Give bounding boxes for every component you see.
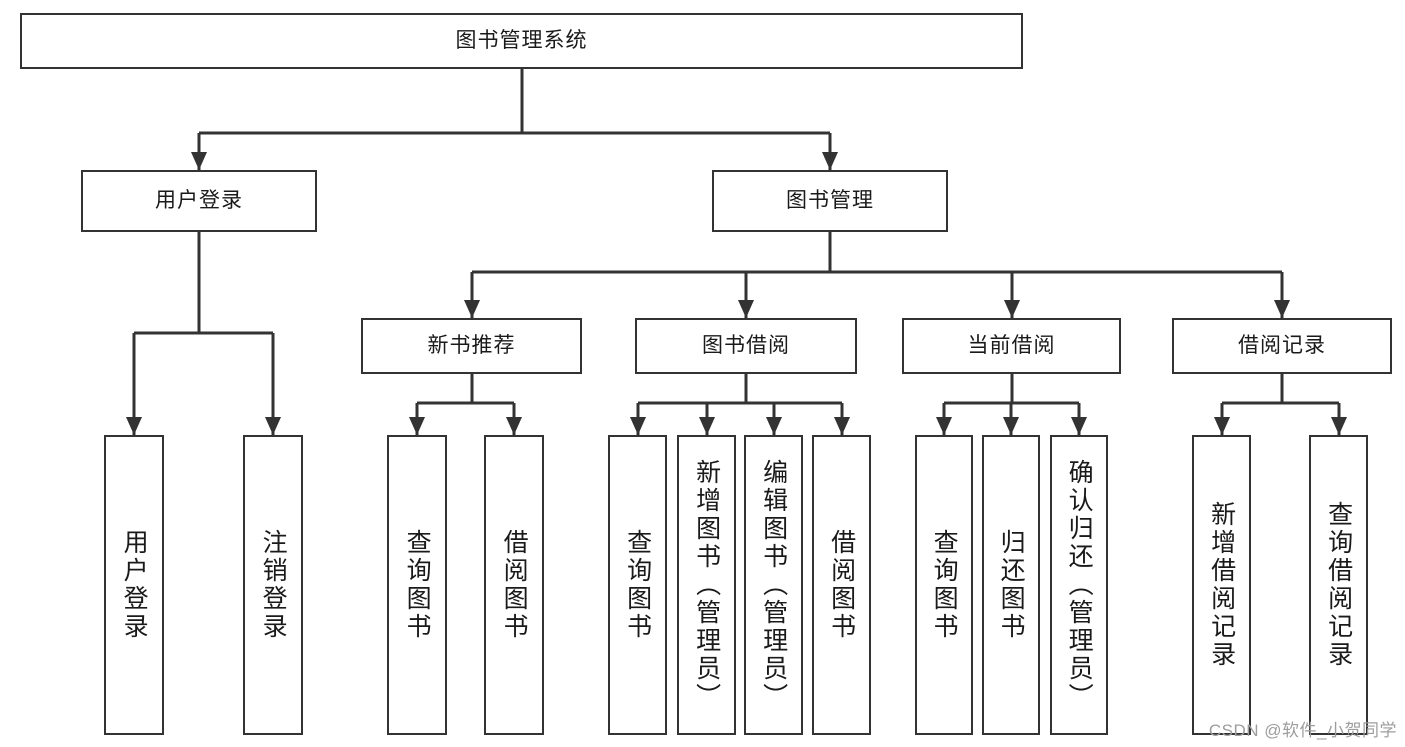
node-label: 借阅图书 bbox=[500, 529, 529, 641]
node-label: 借阅记录 bbox=[1238, 334, 1326, 358]
node-leaf-return-book[interactable]: 归还图书 bbox=[982, 435, 1040, 735]
node-current-borrow[interactable]: 当前借阅 bbox=[902, 318, 1121, 374]
node-label: 新书推荐 bbox=[427, 334, 516, 358]
node-leaf-confirm-return[interactable]: 确认归还（管理员） bbox=[1050, 435, 1108, 735]
node-label: 注销登录 bbox=[259, 529, 288, 641]
node-new-book-rec[interactable]: 新书推荐 bbox=[361, 318, 582, 374]
node-label: 用户登录 bbox=[120, 529, 149, 641]
node-borrow-record[interactable]: 借阅记录 bbox=[1172, 318, 1392, 374]
node-book-borrow[interactable]: 图书借阅 bbox=[635, 318, 857, 374]
node-leaf-user-login[interactable]: 用户登录 bbox=[104, 435, 164, 735]
node-label: 图书管理 bbox=[786, 189, 874, 213]
node-label: 查询图书 bbox=[623, 529, 652, 641]
node-label: 图书管理系统 bbox=[455, 29, 588, 53]
node-leaf-edit-book[interactable]: 编辑图书（管理员） bbox=[744, 435, 803, 735]
node-label: 借阅图书 bbox=[827, 529, 856, 641]
node-leaf-add-book[interactable]: 新增图书（管理员） bbox=[677, 435, 736, 735]
node-leaf-logout[interactable]: 注销登录 bbox=[243, 435, 303, 735]
node-root[interactable]: 图书管理系统 bbox=[20, 13, 1023, 69]
node-label: 图书借阅 bbox=[702, 334, 790, 358]
node-label: 确认归还（管理员） bbox=[1065, 459, 1094, 711]
node-label: 新增图书（管理员） bbox=[692, 459, 721, 711]
node-leaf-add-record[interactable]: 新增借阅记录 bbox=[1192, 435, 1251, 735]
watermark: CSDN @软件_小贺同学 bbox=[1208, 721, 1397, 740]
node-label: 查询图书 bbox=[403, 529, 432, 641]
node-label: 用户登录 bbox=[155, 189, 243, 213]
node-user-login[interactable]: 用户登录 bbox=[81, 170, 317, 232]
node-label: 查询图书 bbox=[930, 529, 959, 641]
node-leaf-borrow-book-1[interactable]: 借阅图书 bbox=[484, 435, 544, 735]
node-label: 归还图书 bbox=[997, 529, 1026, 641]
node-book-manage[interactable]: 图书管理 bbox=[712, 170, 948, 232]
node-label: 查询借阅记录 bbox=[1324, 501, 1353, 669]
node-leaf-query-book-1[interactable]: 查询图书 bbox=[387, 435, 447, 735]
node-leaf-query-book-3[interactable]: 查询图书 bbox=[915, 435, 973, 735]
node-label: 新增借阅记录 bbox=[1207, 501, 1236, 669]
node-label: 当前借阅 bbox=[967, 334, 1056, 358]
node-leaf-query-record[interactable]: 查询借阅记录 bbox=[1309, 435, 1368, 735]
node-leaf-query-book-2[interactable]: 查询图书 bbox=[608, 435, 667, 735]
node-label: 编辑图书（管理员） bbox=[759, 459, 788, 711]
node-leaf-borrow-book-2[interactable]: 借阅图书 bbox=[812, 435, 871, 735]
